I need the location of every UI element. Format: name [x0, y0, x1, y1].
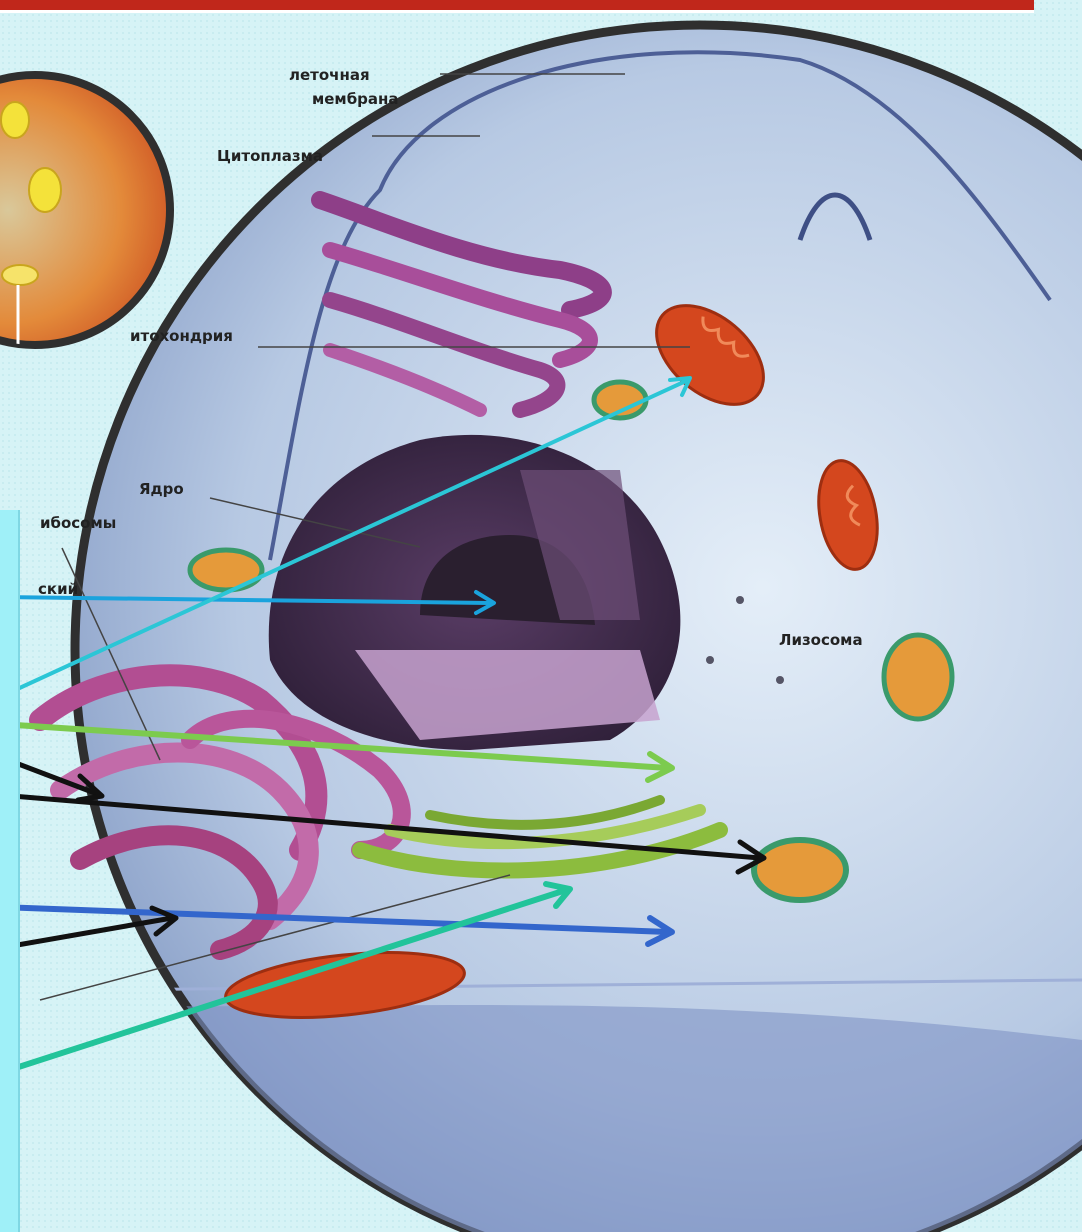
label-reticulum: ский	[38, 580, 78, 598]
side-label-panel	[0, 510, 20, 1232]
label-membrane-line2: мембрана	[312, 90, 399, 108]
label-mitochondria: итохондрия	[130, 327, 233, 345]
label-cytoplasm: Цитоплазма	[217, 147, 323, 165]
label-lysosome: Лизосома	[779, 631, 863, 649]
label-membrane-line1: леточная	[289, 66, 370, 84]
label-ribosomes: ибосомы	[40, 514, 116, 532]
label-nucleus: Ядро	[139, 480, 184, 498]
